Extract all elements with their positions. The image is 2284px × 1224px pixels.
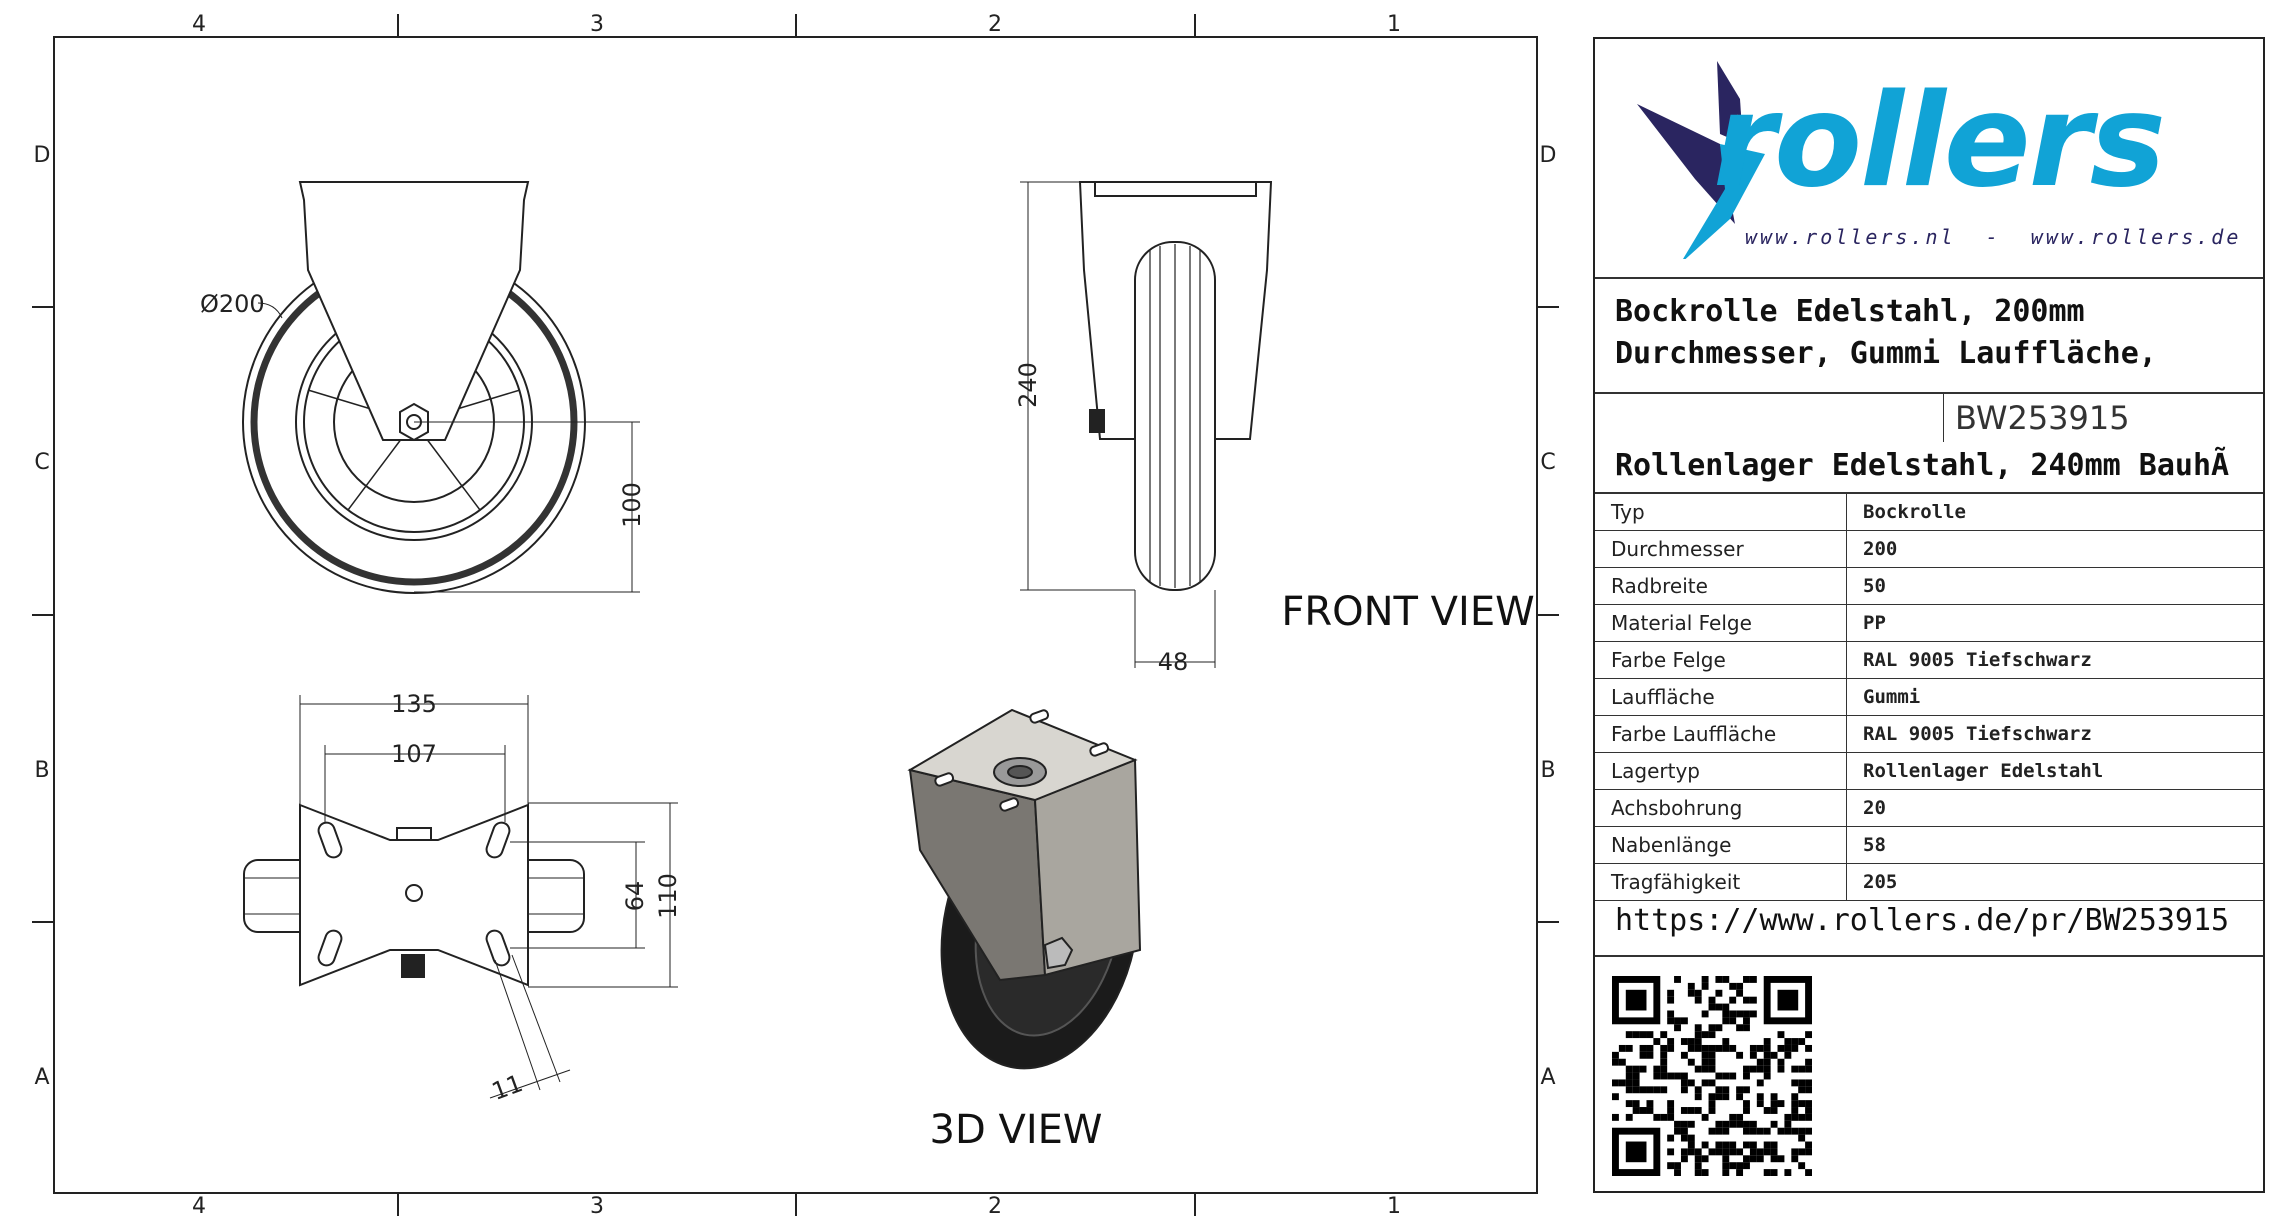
property-value: Bockrolle <box>1846 494 2263 531</box>
property-value: RAL 9005 Tiefschwarz <box>1846 641 2263 679</box>
property-key: Farbe Lauffläche <box>1595 715 1847 753</box>
col-label-bottom: 1 <box>1387 1194 1401 1219</box>
title-block: rollers www.rollers.nl - www.rollers.de … <box>1593 37 2265 1193</box>
property-key: Radbreite <box>1595 567 1847 605</box>
part-title: Bockrolle Edelstahl, 200mm Durchmesser, … <box>1595 277 2263 394</box>
property-value: 58 <box>1846 826 2263 864</box>
front-view <box>1020 181 1273 668</box>
property-value: Gummi <box>1846 678 2263 716</box>
part-title-row-2: BW253915 Rollenlager Edelstahl, 240mm Ba… <box>1595 394 2263 494</box>
dim-diameter: Ø200 <box>200 290 265 318</box>
row-label-right: B <box>1540 758 1555 783</box>
col-label-bottom: 3 <box>590 1194 604 1219</box>
dim-plate-width: 110 <box>654 873 682 919</box>
property-key: Tragfähigkeit <box>1595 863 1847 901</box>
divider <box>1595 955 2263 957</box>
row-label-right: A <box>1540 1065 1555 1090</box>
qr-code-icon <box>1612 976 1812 1176</box>
property-value: RAL 9005 Tiefschwarz <box>1846 715 2263 753</box>
property-key: Durchmesser <box>1595 530 1847 568</box>
property-value: 205 <box>1846 863 2263 901</box>
property-value: 50 <box>1846 567 2263 605</box>
col-label-top: 4 <box>192 12 206 37</box>
row-label-left: A <box>34 1065 49 1090</box>
property-key: Material Felge <box>1595 604 1847 642</box>
logo-urls: www.rollers.nl - www.rollers.de <box>1745 225 2242 249</box>
property-value: 200 <box>1846 530 2263 568</box>
bird-logo-icon <box>1637 61 1765 259</box>
top-view <box>243 695 678 1099</box>
property-key: Lagertyp <box>1595 752 1847 790</box>
row-label-left: B <box>34 758 49 783</box>
row-label-right: D <box>1540 143 1557 168</box>
row-label-left: D <box>34 143 51 168</box>
front-view-label: FRONT VIEW <box>1281 589 1534 635</box>
dim-width: 48 <box>1158 648 1189 676</box>
col-label-top: 3 <box>590 12 604 37</box>
col-label-bottom: 2 <box>988 1194 1002 1219</box>
property-key: Typ <box>1595 494 1847 531</box>
col-label-top: 2 <box>988 12 1002 37</box>
logo-wordmark: rollers <box>1713 67 2166 216</box>
property-key: Lauffläche <box>1595 678 1847 716</box>
title-line-1: Bockrolle Edelstahl, 200mm <box>1615 294 2085 329</box>
property-value: 20 <box>1846 789 2263 827</box>
iso-view <box>907 708 1142 1070</box>
title-line-2: Durchmesser, Gummi Lauffläche, <box>1615 336 2157 371</box>
row-label-right: C <box>1540 450 1555 475</box>
col-label-bottom: 4 <box>192 1194 206 1219</box>
col-label-top: 1 <box>1387 12 1401 37</box>
dim-plate-length: 135 <box>391 690 437 718</box>
property-key: Farbe Felge <box>1595 641 1847 679</box>
property-key: Achsbohrung <box>1595 789 1847 827</box>
property-value: Rollenlager Edelstahl <box>1846 752 2263 790</box>
dim-hole-spacing-y: 64 <box>621 881 649 912</box>
divider <box>1943 394 1944 442</box>
dim-height: 240 <box>1014 362 1042 408</box>
rollers-logo: rollers www.rollers.nl - www.rollers.de <box>1595 39 2263 279</box>
dim-slot: 11 <box>488 1069 526 1106</box>
product-url[interactable]: https://www.rollers.de/pr/BW253915 <box>1615 903 2230 938</box>
row-label-left: C <box>34 450 49 475</box>
side-view <box>242 181 640 594</box>
part-number: BW253915 <box>1955 399 2130 437</box>
iso-view-label: 3D VIEW <box>930 1107 1103 1153</box>
dim-axle-height: 100 <box>618 482 646 528</box>
property-key: Nabenlänge <box>1595 826 1847 864</box>
property-value: PP <box>1846 604 2263 642</box>
dim-hole-spacing-x: 107 <box>391 740 437 768</box>
frame-ticks <box>32 14 1559 1216</box>
title-line-3: Rollenlager Edelstahl, 240mm BauhÃ <box>1615 448 2230 483</box>
